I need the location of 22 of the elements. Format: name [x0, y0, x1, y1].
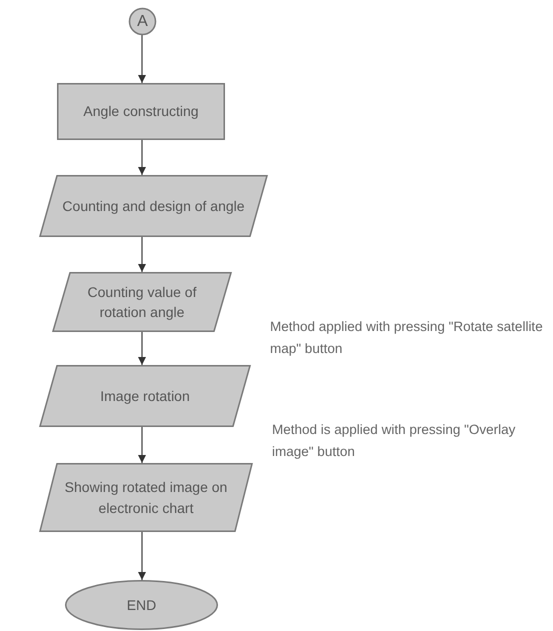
data-parallelogram	[40, 365, 250, 427]
arrow	[138, 532, 146, 580]
connector-circle	[129, 8, 156, 35]
data-parallelogram	[40, 175, 267, 237]
node-label: Angle constructing	[83, 102, 199, 122]
node-label: END	[126, 596, 156, 615]
arrow	[138, 35, 146, 83]
process-box	[57, 83, 225, 140]
note-text: Method is applied with pressing "Overlay image" button	[272, 421, 516, 461]
data-parallelogram	[53, 272, 231, 332]
node-label: Counting and design of angle	[62, 196, 245, 216]
node-label: Showing rotated image on electronic chart	[64, 478, 228, 518]
arrow	[138, 332, 146, 365]
node-label: Counting value of rotation angle	[86, 282, 198, 322]
data-parallelogram	[40, 463, 252, 532]
arrow	[138, 427, 146, 463]
arrow	[138, 237, 146, 272]
terminator-ellipse	[65, 580, 218, 630]
node-label: A	[137, 12, 148, 32]
node-label: Image rotation	[100, 386, 190, 406]
note-text: Method applied with pressing "Rotate satellite map" button	[270, 318, 544, 358]
arrow	[138, 140, 146, 175]
